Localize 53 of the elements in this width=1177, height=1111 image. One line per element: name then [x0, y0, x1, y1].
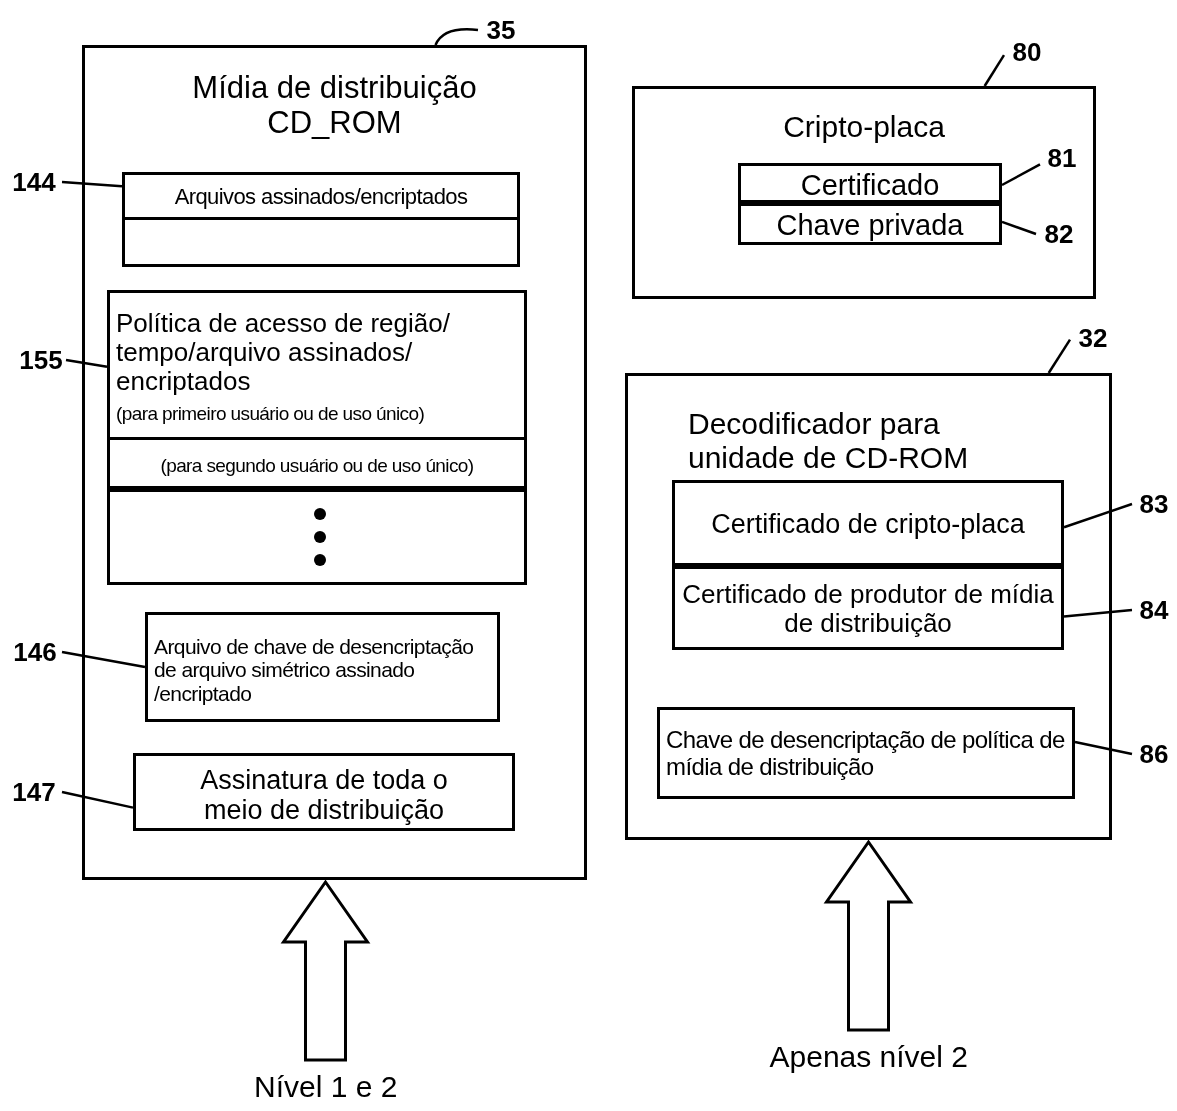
- data-box: [657, 707, 1075, 799]
- container-box: [82, 45, 587, 880]
- box-text: Chave privada: [775, 208, 965, 242]
- leader-line: [61, 650, 146, 669]
- callout-number: 144: [6, 166, 62, 198]
- box-text: Certificado de produtor de mídia de distribuição: [681, 579, 1055, 639]
- callout-number: 83: [1132, 488, 1176, 520]
- leader-line: [1001, 220, 1037, 236]
- data-box: [107, 290, 527, 585]
- container-box: [632, 86, 1096, 299]
- leader-line: [1001, 163, 1041, 187]
- box-title: Decodificador para unidade de CD-ROM: [688, 407, 970, 475]
- data-row: [672, 566, 1064, 650]
- box-text: Assinatura de toda o meio de distribuição: [199, 764, 449, 826]
- container-box: [625, 373, 1112, 840]
- block-arrow: [823, 839, 914, 1032]
- leader-line: [1063, 502, 1133, 529]
- box-note: (para primeiro usuário ou de uso único): [116, 402, 426, 424]
- data-box: [145, 612, 500, 722]
- leader-line: [1063, 608, 1133, 618]
- leader-line: [983, 54, 1006, 87]
- box-text: Certificado de cripto-placa: [710, 508, 1026, 540]
- box-text: Arquivo de chave de desencriptação de arquivo simétrico assinado /encriptado: [154, 634, 475, 706]
- leader-line: [61, 790, 134, 809]
- callout-number: 146: [8, 636, 62, 668]
- callout-number: 86: [1132, 738, 1176, 770]
- leader-line: [1047, 338, 1072, 374]
- leader-line: [434, 28, 479, 46]
- box-text: (para segundo usuário ou de uso único): [159, 455, 475, 477]
- box-title: Cripto-placa: [782, 109, 946, 144]
- box-title: Mídia de distribuição CD_ROM: [191, 70, 478, 141]
- data-row: [738, 163, 1002, 203]
- box-title: Política de acesso de região/ tempo/arquivo assinados/ encriptados: [116, 309, 451, 397]
- box-text: Certificado: [799, 168, 941, 202]
- leader-line: [61, 180, 123, 188]
- callout-number: 80: [1004, 36, 1050, 68]
- callout-number: 155: [16, 344, 66, 376]
- data-row: [107, 437, 527, 489]
- callout-number: 147: [6, 776, 62, 808]
- box-text: Chave de desencriptação de política de mídia de distribuição: [666, 727, 1066, 781]
- callout-number: 82: [1036, 218, 1082, 250]
- leader-line: [1074, 740, 1133, 756]
- box-text: Arquivos assinados/encriptados: [173, 185, 469, 210]
- leader-line: [65, 358, 108, 368]
- data-row: [672, 480, 1064, 566]
- data-box: [122, 172, 520, 267]
- data-box: [133, 753, 515, 831]
- callout-number: 35: [478, 14, 524, 46]
- block-arrow: [280, 879, 371, 1062]
- callout-number: 84: [1132, 594, 1176, 626]
- callout-number: 81: [1040, 142, 1084, 174]
- callout-number: 32: [1070, 322, 1116, 354]
- data-row: [738, 203, 1002, 245]
